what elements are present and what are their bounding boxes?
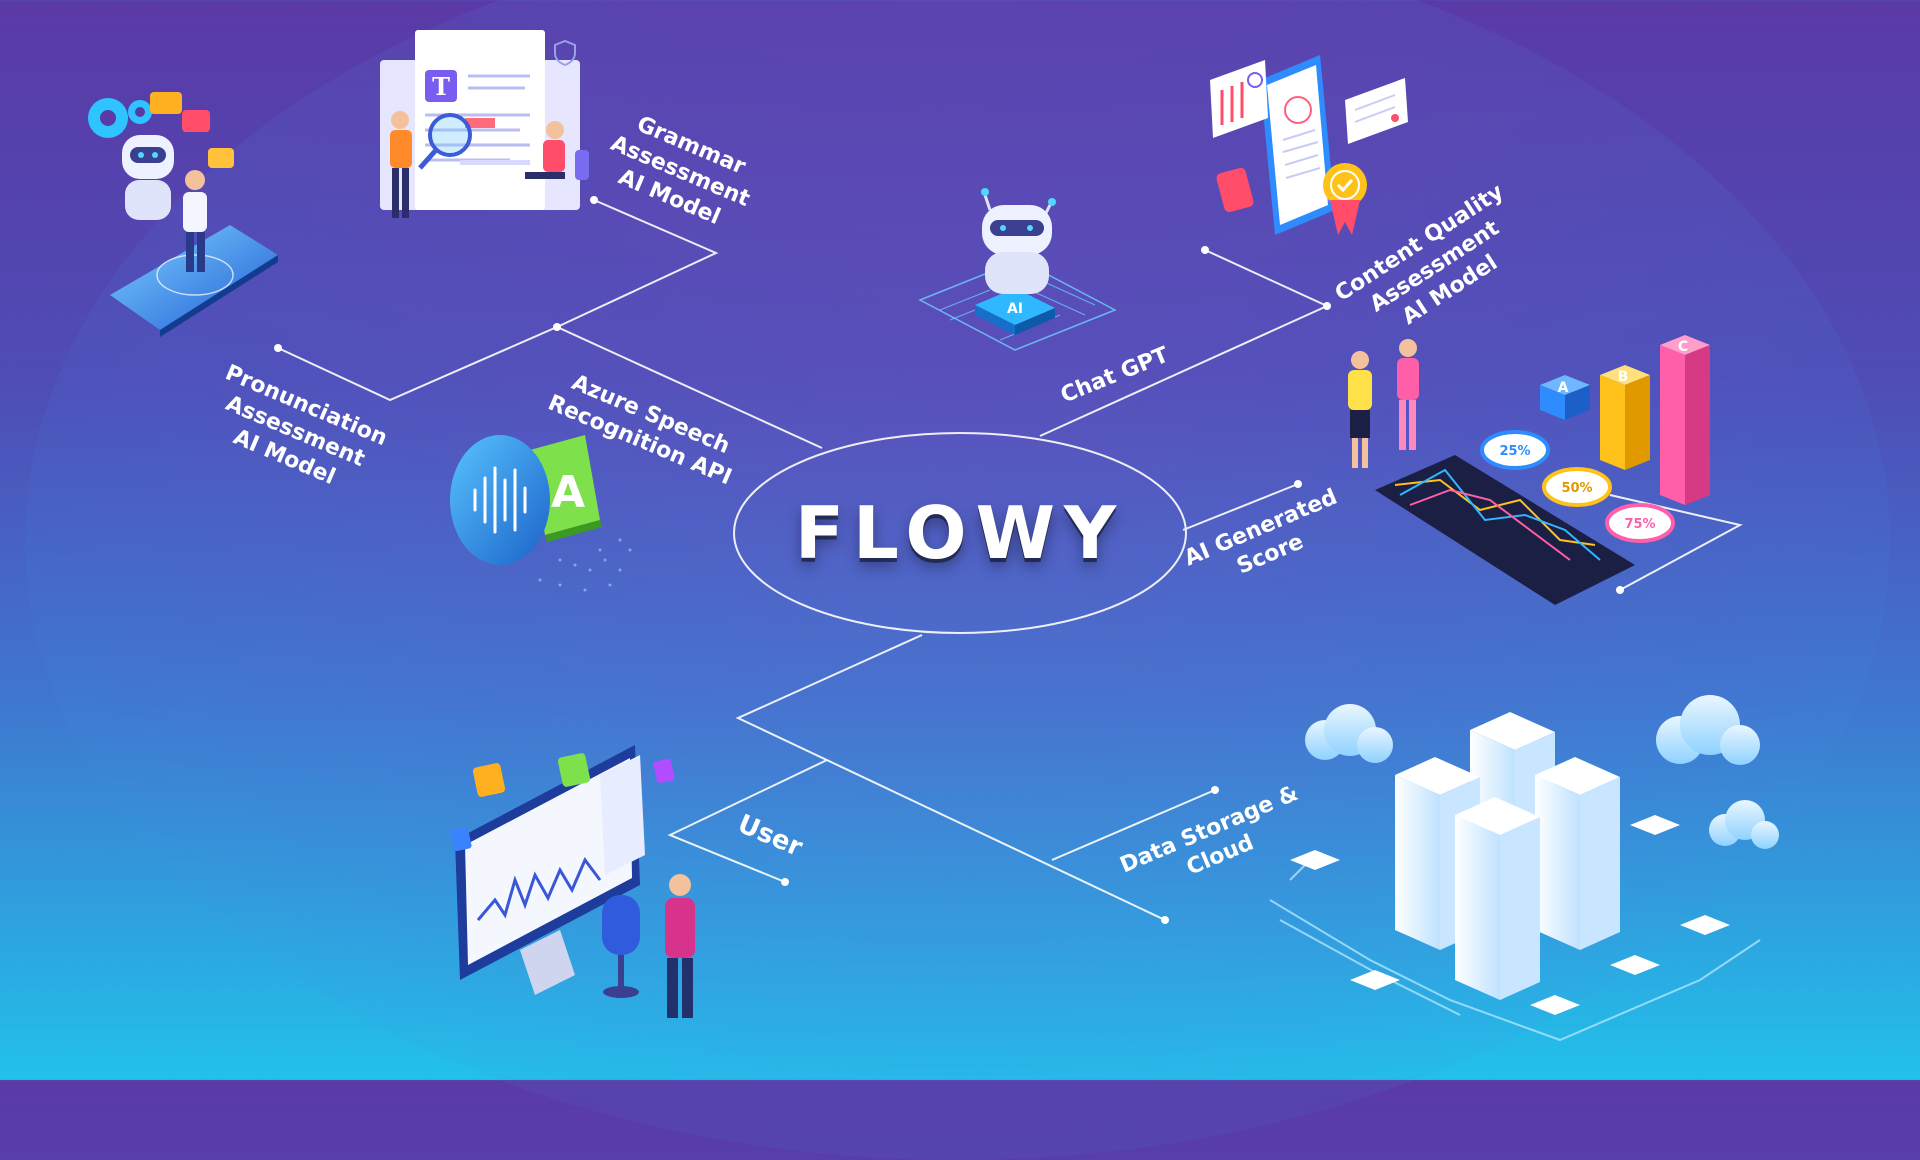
chatgpt-illustration: AI <box>918 188 1117 351</box>
percent-badge-75: 75% <box>1605 503 1675 543</box>
cloud-icon <box>1656 695 1760 765</box>
sound-wave-icon <box>450 435 550 565</box>
chat-bubble-icon <box>150 92 182 114</box>
flow-diagram: T A <box>88 30 1779 1042</box>
app-tile-icon <box>557 753 591 787</box>
line-user <box>667 759 828 883</box>
checklist-card-icon <box>1345 78 1408 144</box>
server-node-icon <box>1290 815 1730 1015</box>
percent-label-75: 75% <box>1624 517 1655 532</box>
percent-badge-50: 50% <box>1542 467 1612 507</box>
chip-icon: AI <box>975 288 1055 335</box>
microphone-icon <box>602 895 640 998</box>
percent-label-25: 25% <box>1499 444 1530 459</box>
person-icon <box>390 111 412 218</box>
chat-bubble-icon <box>182 110 210 132</box>
line-azure <box>277 325 823 449</box>
percent-label-50: 50% <box>1561 481 1592 496</box>
bar-c: C <box>1660 335 1710 505</box>
center-oval <box>733 432 1187 634</box>
line-bottom <box>735 634 1166 921</box>
document-letter: T <box>432 72 450 101</box>
cloud-icon <box>1305 704 1393 763</box>
robot-icon <box>122 135 174 220</box>
person-icon <box>525 121 589 180</box>
cloud-icon <box>1709 800 1779 849</box>
pronunciation-illustration <box>88 92 278 337</box>
bar-label-b: B <box>1618 369 1629 385</box>
connector-lines <box>277 199 1743 921</box>
content-quality-illustration <box>1210 55 1408 235</box>
tablet-icon <box>1260 55 1335 235</box>
connector-dots <box>274 196 1624 924</box>
chart-card-icon <box>1210 60 1268 138</box>
data-storage-illustration <box>1269 695 1779 1042</box>
user-illustration <box>450 745 695 1018</box>
gear-icon <box>88 98 152 138</box>
line-grammar <box>556 199 719 328</box>
person-icon <box>1397 339 1419 450</box>
bar-label-a: A <box>1558 380 1569 396</box>
notification-icon <box>1216 167 1254 213</box>
monitor-icon <box>455 745 645 995</box>
app-tile-icon <box>653 758 675 784</box>
chat-bubble-icon <box>208 148 234 168</box>
award-badge-icon <box>1323 163 1367 235</box>
ai-score-illustration: A B C 25% 50% 75% <box>1348 335 1710 605</box>
person-icon <box>1348 351 1372 468</box>
bar-a: A <box>1540 375 1590 420</box>
server-rack-icon <box>1535 757 1620 950</box>
dot-pattern <box>538 538 632 592</box>
app-tile-icon <box>472 763 506 797</box>
percent-badge-25: 25% <box>1480 430 1550 470</box>
line-chart-board <box>1375 455 1635 605</box>
magnifier-icon <box>428 113 472 157</box>
app-tile-icon <box>450 826 472 852</box>
line-data-storage <box>1051 789 1216 861</box>
server-rack-icon <box>1455 797 1540 1000</box>
person-icon <box>665 874 695 1018</box>
line-content-quality <box>1039 249 1330 437</box>
person-icon <box>183 170 207 272</box>
line-ai-score <box>1182 483 1299 531</box>
translate-letter: A <box>551 467 585 518</box>
grammar-illustration: T <box>380 30 589 218</box>
phone-icon <box>110 225 278 337</box>
shield-icon <box>554 39 576 67</box>
azure-speech-illustration: A <box>450 435 632 592</box>
center-title: FLOWY <box>794 491 1126 575</box>
chip-text: AI <box>1007 301 1023 317</box>
bar-label-c: C <box>1678 339 1688 355</box>
robot-icon <box>981 188 1056 294</box>
bar-b: B <box>1600 365 1650 470</box>
